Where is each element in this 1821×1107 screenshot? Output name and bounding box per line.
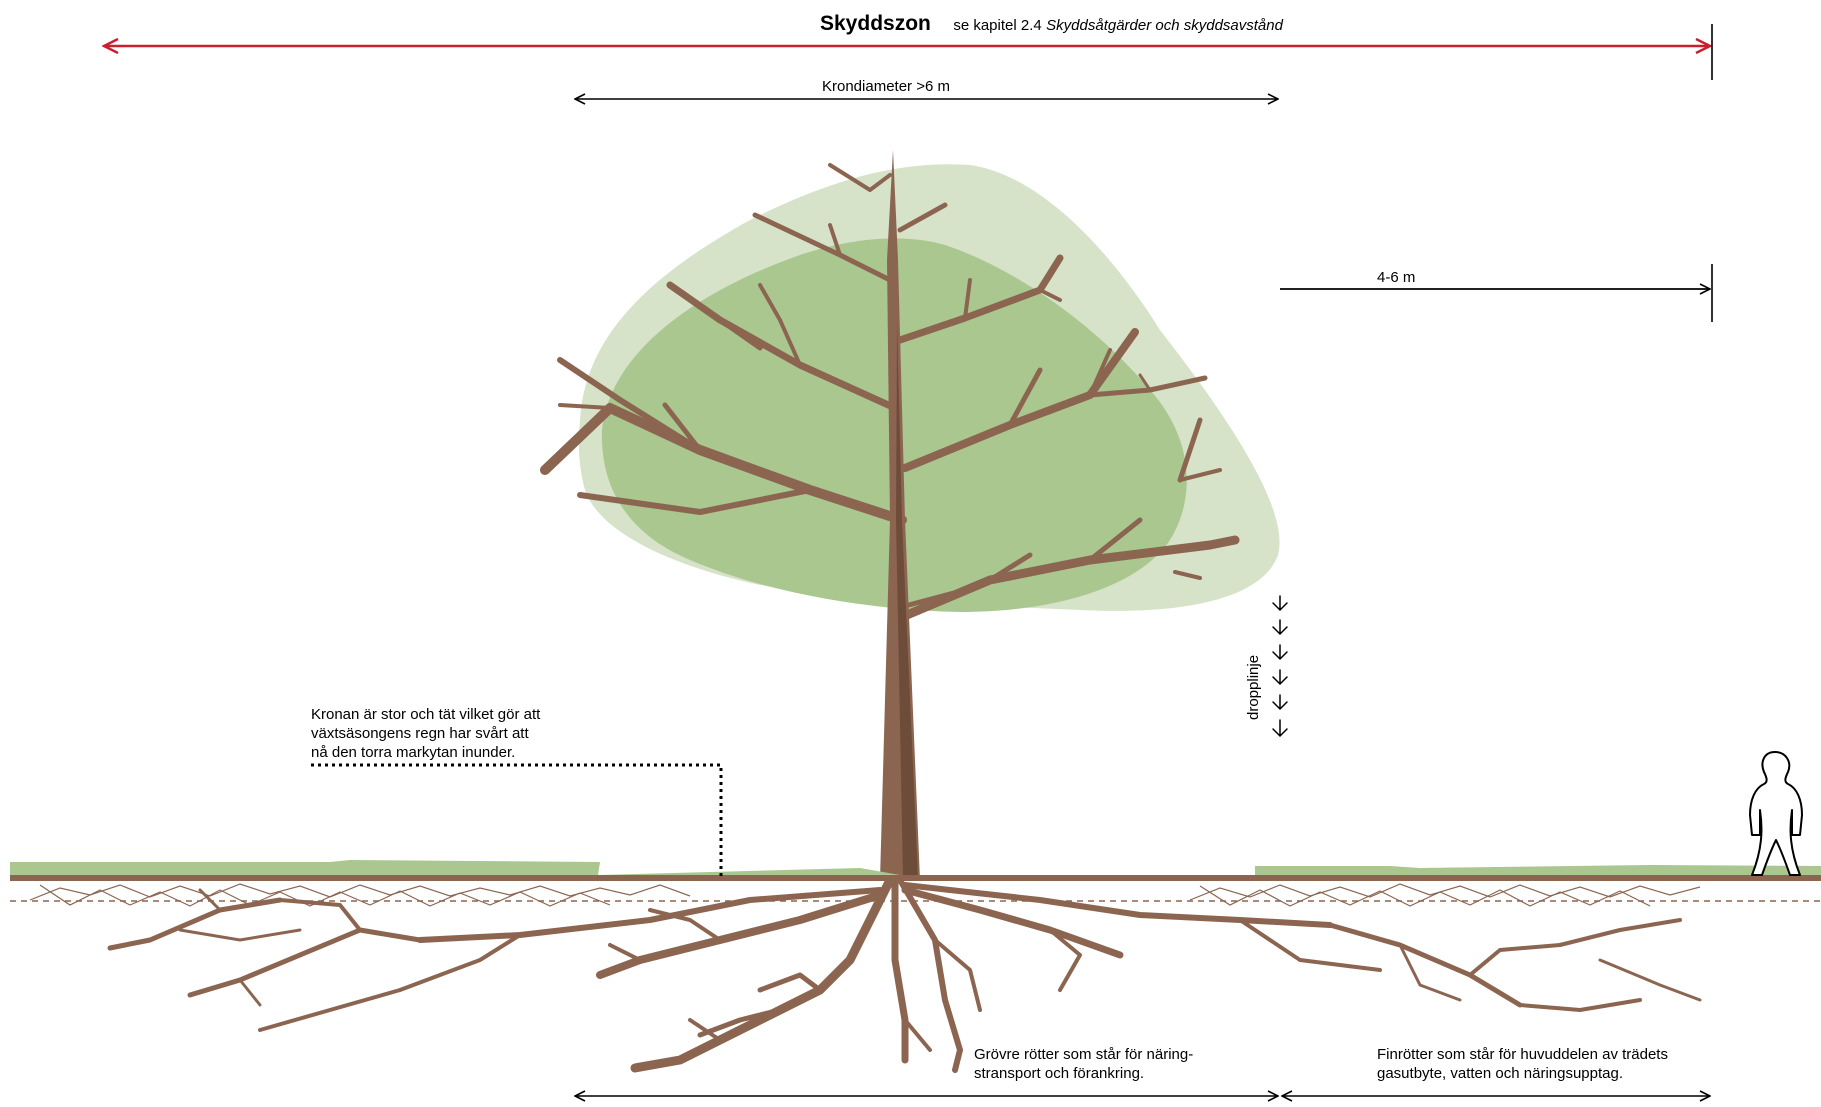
drip-line-arrows xyxy=(1272,595,1288,738)
drip-line-label: dropplinje xyxy=(1245,654,1262,720)
crown-diameter-label: Krondiameter >6 m xyxy=(822,78,950,95)
fine-roots-note: Finrötter som står för huvuddelen av trä… xyxy=(1377,1046,1668,1082)
coarse-roots xyxy=(107,875,1702,1073)
down-arrow-icon xyxy=(1272,719,1288,738)
trunk-shadow xyxy=(896,320,918,878)
branches xyxy=(540,163,1240,625)
down-arrow-icon xyxy=(1272,619,1288,636)
fine-roots xyxy=(29,883,1701,907)
ground-line xyxy=(10,875,1821,881)
down-arrow-icon xyxy=(1272,644,1288,661)
extra-distance-label: 4-6 m xyxy=(1377,269,1416,286)
coarse-roots-note: Grövre rötter som står för näring- stran… xyxy=(974,1046,1194,1082)
down-arrow-icon xyxy=(1272,669,1288,686)
title-row: Skyddszon se kapitel 2.4 Skyddsåtgärder … xyxy=(820,12,1283,36)
person-silhouette-icon xyxy=(1749,751,1803,876)
page-title: Skyddszon xyxy=(820,12,931,35)
down-arrow-icon xyxy=(1272,595,1288,612)
reference-prefix: se kapitel 2.4 xyxy=(953,17,1042,34)
reference-italic: Skyddsåtgärder och skyddsavstånd xyxy=(1046,17,1283,34)
grass xyxy=(10,860,1821,875)
crown-note-leader xyxy=(311,763,723,877)
down-arrow-icon xyxy=(1272,694,1288,711)
crown-note: Kronan är stor och tät vilket gör att vä… xyxy=(311,706,541,761)
